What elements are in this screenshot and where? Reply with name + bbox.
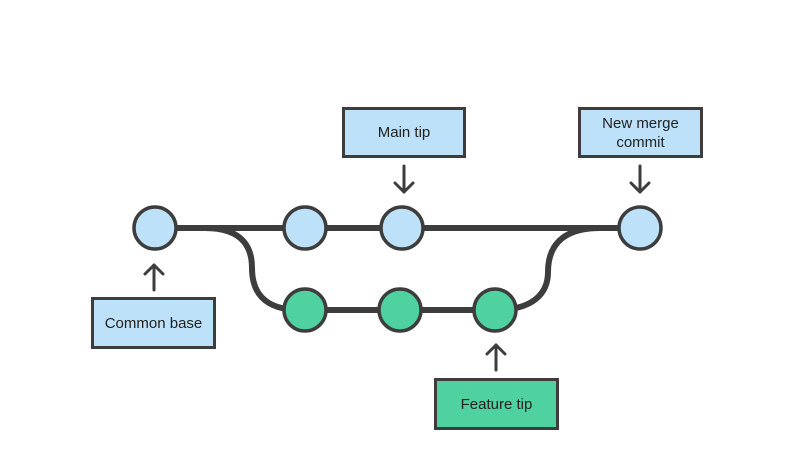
commit-feature-1: [282, 287, 328, 333]
arrow-up-feature-tip: [485, 343, 507, 372]
main-tip-label: Main tip: [342, 107, 466, 158]
new-merge-commit-line1: New merge: [602, 114, 679, 132]
main-tip-text: Main tip: [377, 124, 431, 141]
arrow-up-common-base: [143, 263, 165, 292]
commit-feature-2: [377, 287, 423, 333]
common-base-label: Common base: [91, 297, 216, 349]
feature-tip-label: Feature tip: [434, 378, 559, 430]
commit-main-1: [282, 205, 328, 251]
new-merge-commit-text: New merge commit: [602, 114, 679, 152]
commit-feature-tip: [472, 287, 518, 333]
arrow-down-merge: [629, 164, 651, 194]
commit-common-base: [132, 205, 178, 251]
new-merge-commit-line2: commit: [616, 133, 665, 151]
common-base-text: Common base: [104, 314, 203, 332]
new-merge-commit-label: New merge commit: [578, 107, 703, 158]
arrow-down-main-tip: [393, 164, 415, 194]
commit-main-tip: [379, 205, 425, 251]
feature-tip-text: Feature tip: [460, 395, 533, 413]
commit-merge: [617, 205, 663, 251]
